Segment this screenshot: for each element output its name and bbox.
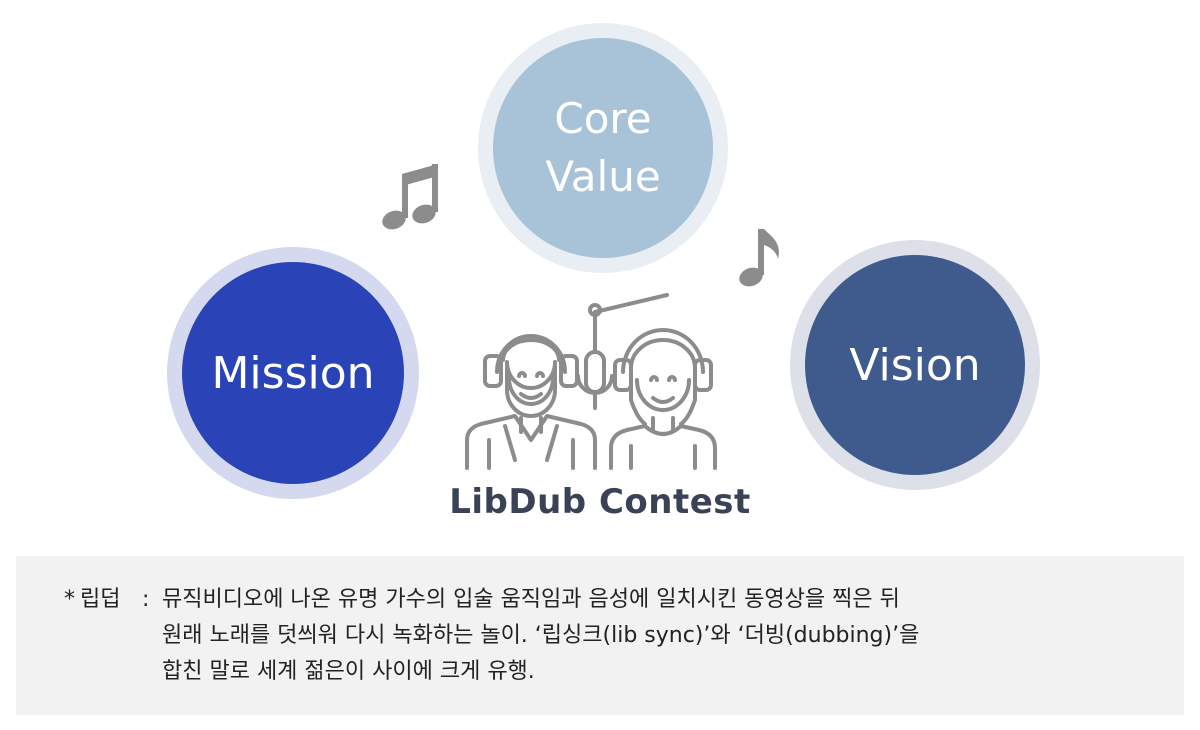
footnote-definition-line-2: 원래 노래를 덧씌워 다시 녹화하는 놀이. ‘립싱크(lib sync)’와 … [162, 618, 919, 654]
footnote-asterisk: * [64, 582, 75, 618]
mission-circle: Mission [182, 262, 404, 484]
footnote-term: 립덥 [80, 582, 120, 618]
mission-label: Mission [211, 348, 374, 399]
eighth-note-icon [738, 225, 786, 290]
vision-label: Vision [849, 340, 980, 391]
footnote-definition-line-3: 합친 말로 세계 젊은이 사이에 크게 유행. [162, 654, 535, 690]
vision-circle: Vision [805, 255, 1025, 475]
core-value-circle: Core Value [493, 38, 713, 258]
contest-title: LibDub Contest [400, 482, 800, 522]
beamed-eighth-notes-icon [380, 160, 450, 235]
core-value-label-line2: Value [545, 148, 660, 206]
core-value-circle-ring: Core Value [478, 23, 728, 273]
footnote-definition-line-1: 뮤직비디오에 나온 유명 가수의 입술 움직임과 음성에 일치시킨 동영상을 찍… [162, 582, 900, 618]
core-value-label-line1: Core [545, 90, 660, 148]
mission-circle-ring: Mission [167, 247, 419, 499]
vision-circle-ring: Vision [790, 240, 1040, 490]
two-people-headphones-microphone-icon [455, 290, 745, 480]
footnote-colon: : [142, 582, 149, 618]
